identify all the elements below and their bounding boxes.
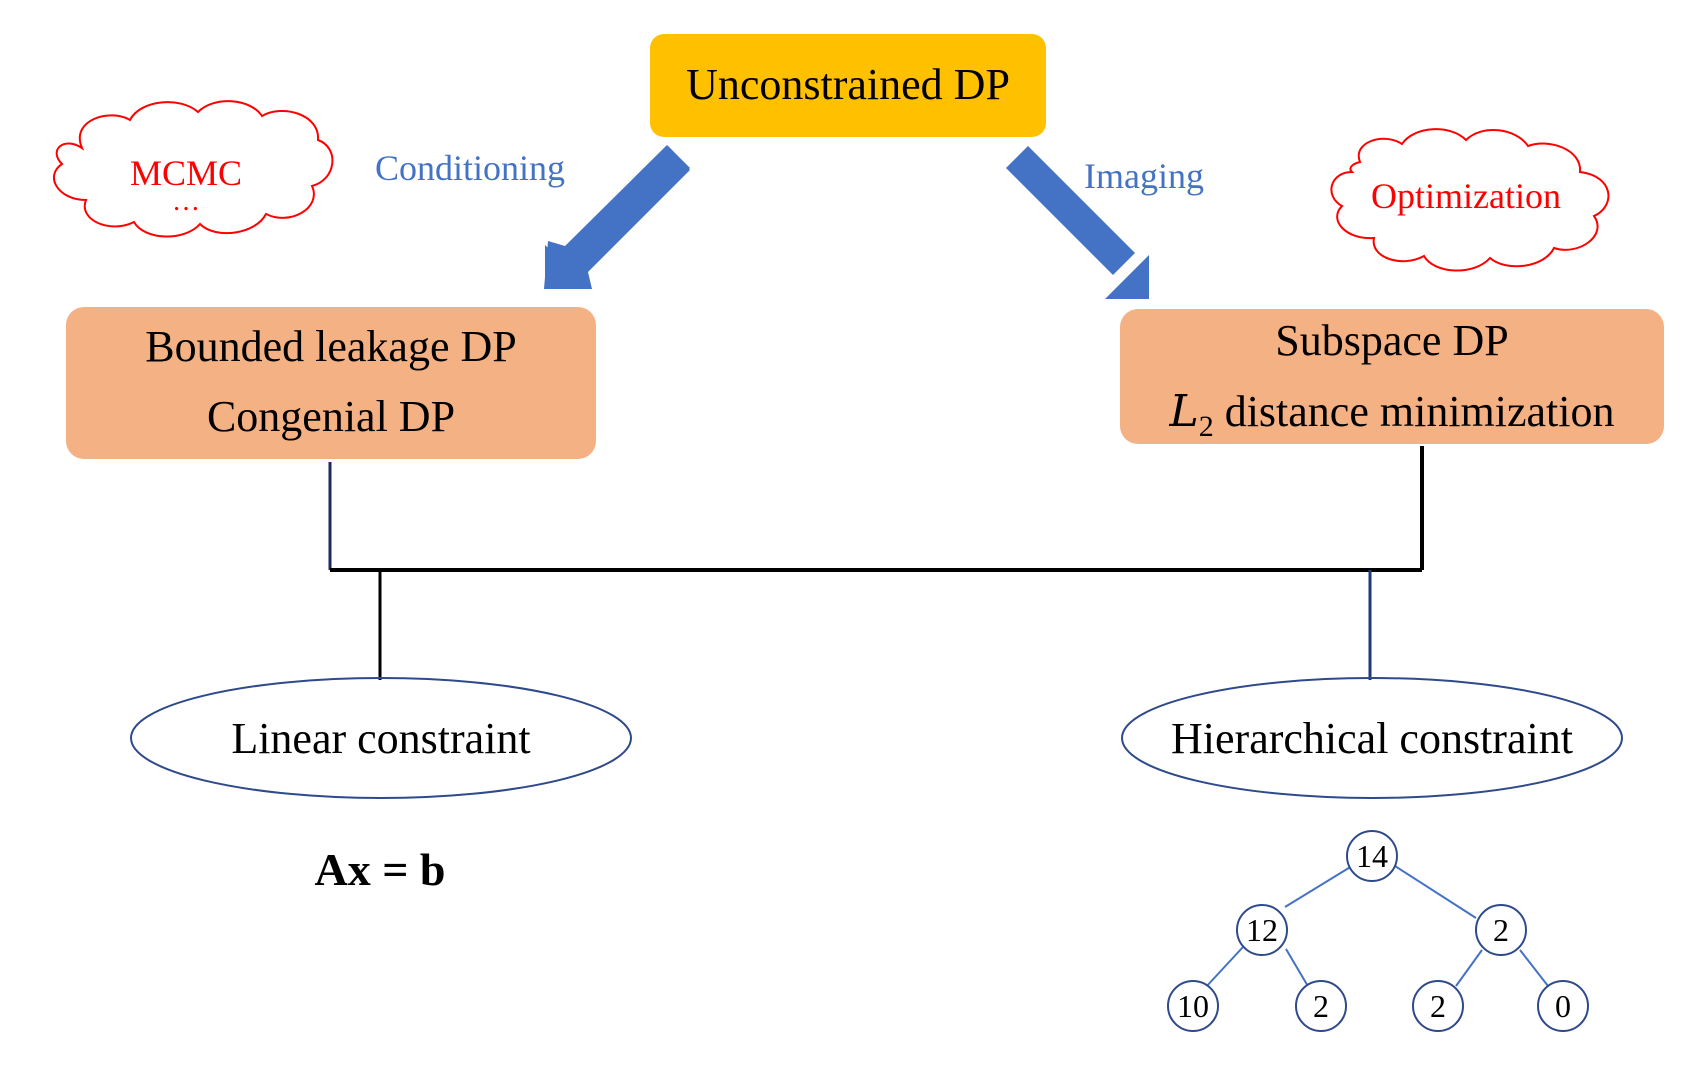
tree-node-mid-left: 12	[1236, 904, 1288, 956]
left-box-line2: Congenial DP	[207, 392, 455, 441]
top-node-box	[650, 34, 1046, 137]
optimization-label: Optimization	[1371, 176, 1561, 216]
conditioning-label: Conditioning	[375, 148, 565, 188]
tree-edge-root-midleft	[1284, 865, 1353, 908]
tree-node-leaf-4-label: 0	[1555, 988, 1571, 1024]
tree-node-leaf-3-label: 2	[1430, 988, 1446, 1024]
imaging-arrow-body	[1006, 146, 1135, 275]
top-node-label: Unconstrained DP	[686, 60, 1010, 109]
tree-node-root: 14	[1346, 830, 1398, 882]
l2-subscript: 2	[1199, 410, 1214, 443]
imaging-arrow-head	[1105, 255, 1149, 299]
left-box	[66, 307, 596, 459]
tree-edge-midright-leaf4	[1519, 949, 1549, 987]
conditioning-arrow-body	[551, 146, 690, 285]
conditioning-arrow-head	[545, 245, 590, 289]
tree-edge-midleft-leaf2	[1285, 948, 1310, 989]
tree-node-mid-right-label: 2	[1493, 912, 1509, 948]
mcmc-ellipsis: …	[172, 186, 200, 217]
tree-node-leaf-1-label: 10	[1177, 988, 1209, 1024]
hierarchical-constraint-label: Hierarchical constraint	[1171, 714, 1573, 763]
tree-node-leaf-2-label: 2	[1313, 988, 1329, 1024]
tree-edge-root-midright	[1394, 865, 1477, 919]
tree-edge-midleft-leaf1	[1204, 946, 1244, 989]
right-box	[1120, 309, 1664, 444]
hierarchical-constraint-ellipse	[1121, 677, 1623, 799]
tree-node-mid-right: 2	[1475, 904, 1527, 956]
linear-constraint-ellipse	[130, 677, 632, 799]
tree-node-leaf-4: 0	[1537, 980, 1589, 1032]
left-box-line1: Bounded leakage DP	[145, 322, 516, 371]
tree-node-root-label: 14	[1356, 838, 1388, 874]
right-box-line1: Subspace DP	[1275, 316, 1508, 365]
mcmc-cloud	[53, 100, 334, 238]
imaging-label: Imaging	[1084, 156, 1204, 196]
l2-rest: distance minimization	[1214, 387, 1615, 436]
tree-node-leaf-2: 2	[1295, 980, 1347, 1032]
tree-node-leaf-3: 2	[1412, 980, 1464, 1032]
linear-constraint-label: Linear constraint	[231, 714, 530, 763]
tree-node-leaf-1: 10	[1167, 980, 1219, 1032]
tree-node-mid-left-label: 12	[1246, 912, 1278, 948]
l2-variable: L	[1168, 386, 1198, 437]
tree-edge-midright-leaf3	[1455, 949, 1483, 987]
linear-equation: Ax = b	[314, 844, 445, 895]
right-box-line2: L2 distance minimization	[1168, 386, 1614, 443]
optimization-cloud	[1330, 128, 1610, 272]
mcmc-label: MCMC	[130, 153, 242, 193]
